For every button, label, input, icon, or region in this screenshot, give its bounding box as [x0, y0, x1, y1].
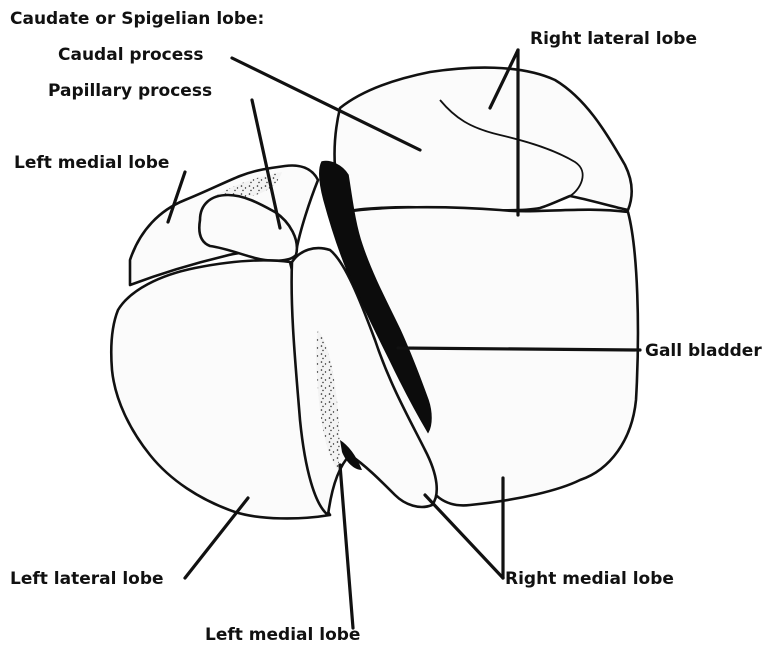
label-caudate-heading: Caudate or Spigelian lobe:: [10, 9, 264, 29]
label-right-lateral-lobe: Right lateral lobe: [530, 29, 697, 49]
label-left-lateral-lobe: Left lateral lobe: [10, 569, 164, 589]
label-right-medial-lobe: Right medial lobe: [505, 569, 674, 589]
label-left-medial-lobe-top: Left medial lobe: [14, 153, 169, 173]
label-left-medial-lobe-bottom: Left medial lobe: [205, 625, 360, 645]
leader-left-medial-lobe-top: [168, 172, 185, 222]
leader-left-lateral-lobe: [185, 498, 248, 578]
leader-papillary-process: [252, 100, 280, 228]
leader-left-medial-lobe-bottom: [340, 465, 353, 628]
leader-gall-bladder: [398, 348, 640, 350]
leader-right-medial-lobe-a: [425, 495, 503, 578]
label-gall-bladder: Gall bladder: [645, 341, 762, 361]
label-papillary-process: Papillary process: [48, 81, 212, 101]
label-caudal-process: Caudal process: [58, 45, 204, 65]
leader-right-lateral-lobe-a: [490, 50, 518, 108]
